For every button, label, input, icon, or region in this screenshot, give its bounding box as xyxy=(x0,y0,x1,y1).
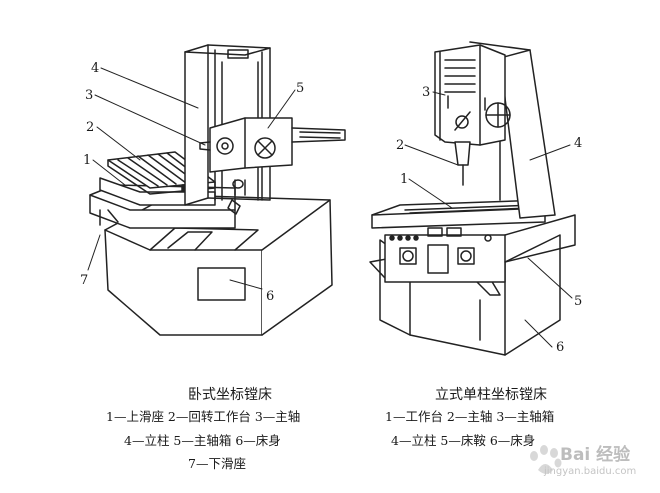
callout-left-7: 7 xyxy=(80,273,88,288)
callout-right-3: 3 xyxy=(422,85,430,100)
lower-slide xyxy=(89,194,236,229)
callout-left-5: 5 xyxy=(296,81,304,96)
right-caption-line1: 1—工作台 2—主轴 3—主轴箱 xyxy=(385,409,555,424)
saddle xyxy=(384,234,506,283)
horizontal-boring-machine xyxy=(89,44,346,336)
left-caption-line2: 4—立柱 5—主轴箱 6—床身 xyxy=(124,433,281,448)
left-caption-line1: 1—上滑座 2—回转工作台 3—主轴 xyxy=(106,409,301,424)
callout-left-1: 1 xyxy=(83,153,91,168)
left-caption-title: 卧式坐标镗床 xyxy=(188,387,272,403)
callout-right-4: 4 xyxy=(574,136,582,151)
callout-left-2: 2 xyxy=(86,120,94,135)
watermark-text: Bai 经验 xyxy=(560,445,631,465)
callout-left-3: 3 xyxy=(85,88,93,103)
callout-right-2: 2 xyxy=(396,138,404,153)
watermark-url: jingyan.baidu.com xyxy=(544,466,637,477)
right-caption-line2: 4—立柱 5—床鞍 6—床身 xyxy=(391,433,536,448)
vertical-boring-machine xyxy=(369,41,576,356)
column-right xyxy=(499,49,556,219)
callout-left-6: 6 xyxy=(266,289,274,304)
leader-lines xyxy=(87,67,573,348)
callout-right-1: 1 xyxy=(400,172,408,187)
callout-left-4: 4 xyxy=(91,61,99,76)
callout-right-6: 6 xyxy=(556,340,564,355)
spindle-right xyxy=(454,141,471,166)
column-left xyxy=(184,44,209,206)
spindle xyxy=(199,141,211,151)
left-caption-line3: 7—下滑座 xyxy=(188,456,246,471)
callout-right-5: 5 xyxy=(574,294,582,309)
right-caption-title: 立式单柱坐标镗床 xyxy=(435,387,547,403)
baidu-paw-icon xyxy=(530,445,562,474)
